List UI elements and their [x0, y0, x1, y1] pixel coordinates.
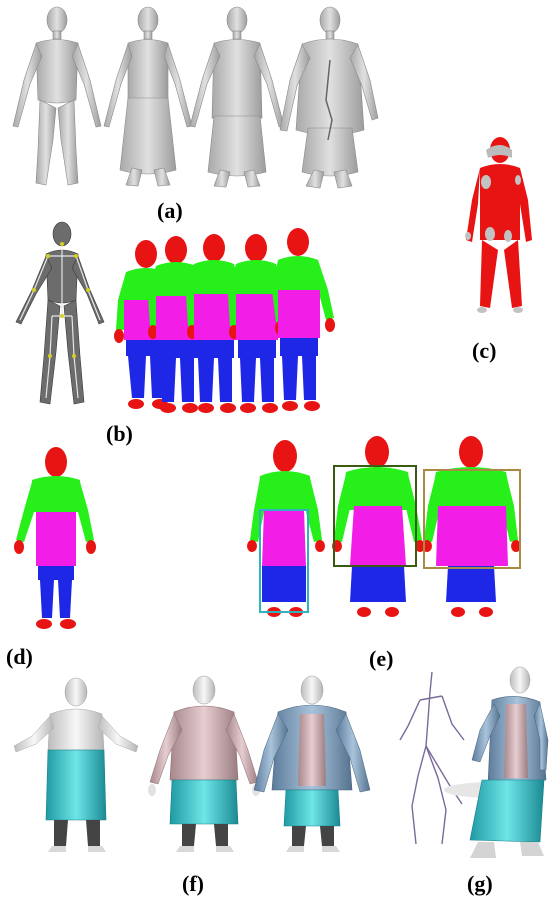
panel-e-figures: [247, 436, 521, 617]
panel-label-e: (e): [369, 646, 394, 671]
panel-c-figure: [465, 137, 532, 313]
panel-label-a: (a): [157, 198, 183, 223]
panel-f-figures: [13, 675, 371, 852]
highlight-box-darkgreen: [333, 465, 417, 567]
panel-label-d: (d): [6, 644, 33, 669]
colored-figure-e1: [247, 440, 325, 617]
panel-label-b: (b): [106, 421, 133, 446]
panel-g-graphics: [399, 666, 549, 858]
skeleton-body: [15, 221, 105, 405]
colored-figure-b5: [272, 228, 335, 411]
dressed-figure-f2: [148, 675, 260, 852]
colored-figure-e2: [332, 436, 425, 617]
dressed-figure-f1: [13, 677, 139, 852]
panel-label-g: (g): [467, 871, 493, 896]
colored-figure-e3: [422, 436, 521, 617]
panel-d-figure: [14, 447, 96, 629]
gray-body-2: [103, 6, 193, 187]
posed-dressed-figure: [444, 666, 549, 858]
motion-skeleton-lines: [399, 671, 465, 845]
dressed-figure-f3: [253, 675, 371, 852]
highlight-box-gold: [423, 469, 521, 569]
gray-body-4: [279, 6, 379, 189]
gray-body-3: [189, 6, 285, 188]
colored-figure-b4: [228, 234, 288, 413]
highlight-box-cyan: [259, 509, 309, 613]
panel-a-figures: [12, 6, 379, 189]
panel-label-f: (f): [182, 871, 204, 896]
panel-label-c: (c): [472, 338, 497, 363]
panel-b-colored-sequence: [114, 228, 335, 413]
gray-body-1: [12, 6, 102, 186]
